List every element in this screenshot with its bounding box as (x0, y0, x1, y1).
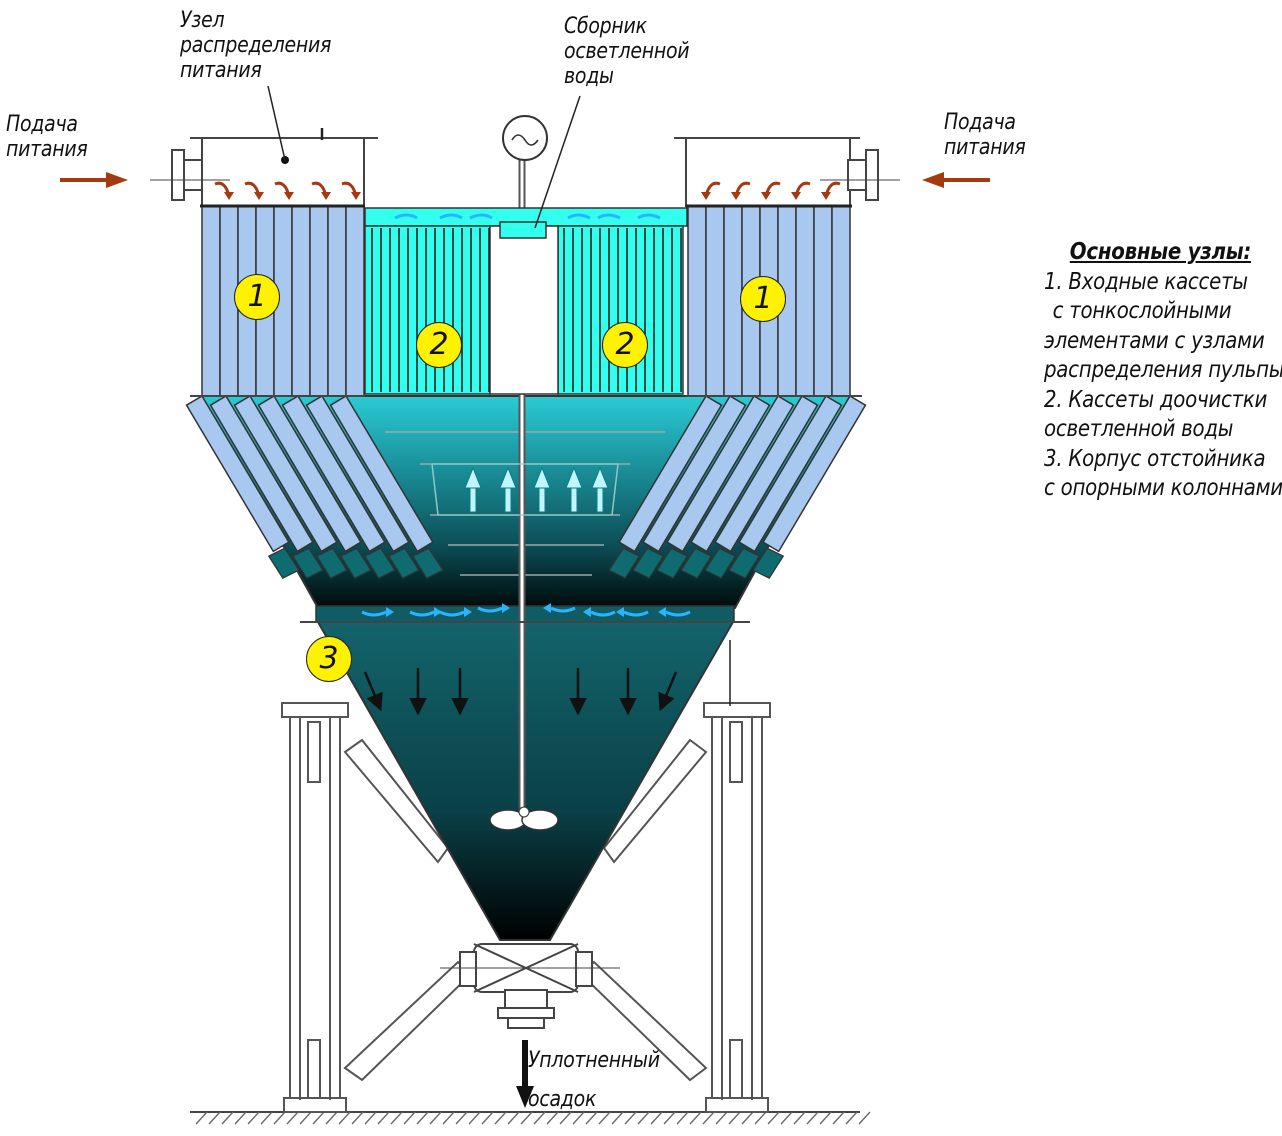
inlet-plate (345, 205, 365, 397)
inlet-plate (795, 205, 815, 397)
clarification-cassettes (364, 207, 688, 395)
inlet-plate (291, 205, 311, 397)
legend-line: распределения пульпы (1044, 357, 1282, 383)
badge-1-right: 1 (740, 276, 786, 322)
legend-title: Основные узлы: (1069, 239, 1252, 265)
legend-line: элементами с узлами (1044, 327, 1265, 354)
inlet-plate (687, 205, 707, 397)
legend-line: с опорными колоннами (1044, 475, 1282, 501)
inlet-plate-slanted (642, 394, 747, 553)
flow-arrows (361, 213, 691, 617)
legend: Основные узлы: 1. Входные кассеты с тонк… (1044, 238, 1282, 504)
badge-1-left: 1 (234, 274, 280, 320)
inlet-plate-slanted (185, 394, 290, 553)
leader-lines (267, 85, 731, 706)
inlet-plate (309, 205, 329, 397)
inlet-plate-slanted (762, 394, 867, 553)
inlet-plate (831, 205, 851, 397)
inlet-plate-slanted (618, 394, 723, 553)
inlet-plate (813, 205, 833, 397)
ground (190, 1111, 871, 1125)
legend-line: 2. Кассеты доочистки (1044, 386, 1268, 413)
inlet-plate-slanted (281, 394, 386, 553)
inlet-box-right (674, 137, 900, 207)
upflow-arrows (431, 463, 619, 516)
inlet-box-left (150, 137, 378, 207)
badge-3: 3 (306, 636, 352, 682)
inlet-plate-slanted (714, 394, 819, 553)
inlet-plate (201, 205, 221, 397)
inlet-plate-slanted (666, 394, 771, 553)
distribution-arrows (214, 181, 841, 200)
settling-arrows (363, 668, 678, 716)
badge-2-left: 2 (416, 322, 462, 368)
inlet-plate-slanted (738, 394, 843, 553)
feed-arrows (60, 172, 990, 188)
bottom-valve (440, 943, 620, 1029)
inlet-plate-slanted (690, 394, 795, 553)
inlet-plate-slanted (257, 394, 362, 553)
inlet-plate (327, 205, 347, 397)
legend-line: осветленной воды (1044, 416, 1234, 442)
inlet-plate (705, 205, 725, 397)
badge-2-right: 2 (602, 322, 648, 368)
legend-line: с тонкослойными (1052, 298, 1232, 324)
inlet-plate-slanted (233, 394, 338, 553)
legend-line: 3. Корпус отстойника (1044, 445, 1266, 472)
sludge-arrow (516, 1040, 534, 1108)
inlet-plate-slanted (329, 394, 434, 553)
inlet-plate-slanted (209, 394, 314, 553)
support-frame (281, 702, 771, 1113)
legend-line: 1. Входные кассеты (1044, 268, 1248, 295)
inlet-plate-slanted (305, 394, 410, 553)
